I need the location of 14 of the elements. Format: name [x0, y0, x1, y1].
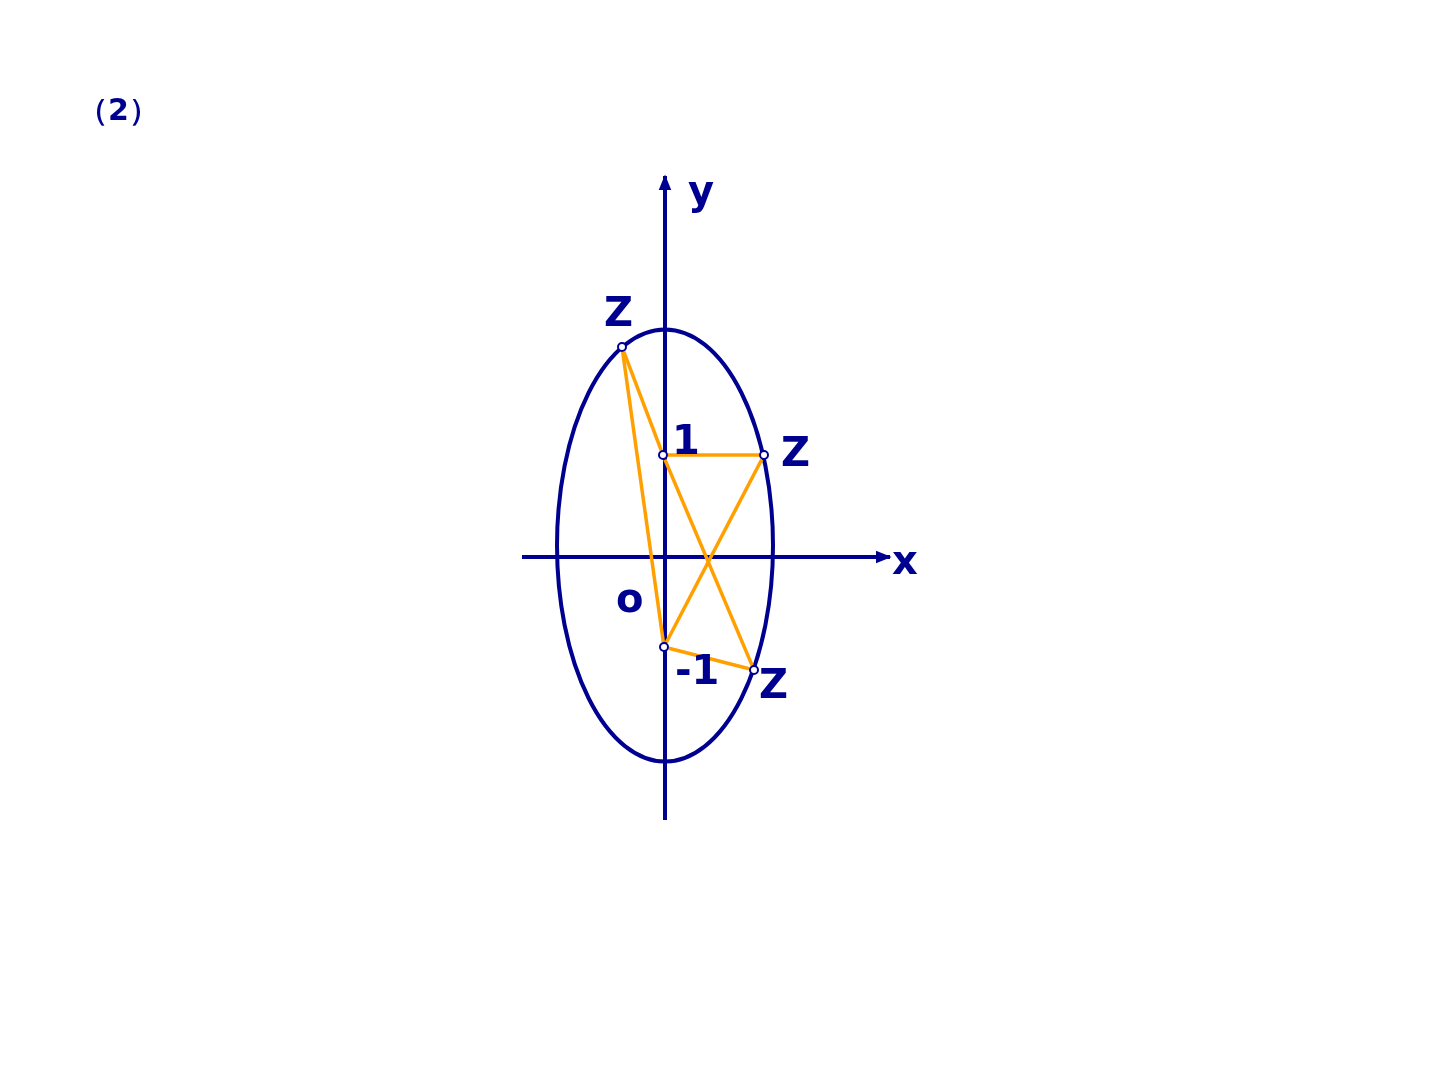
- connecting-line: [668, 453, 759, 457]
- connecting-line: [663, 458, 754, 667]
- axis-label: x: [892, 540, 918, 580]
- point-label: Z: [781, 432, 810, 472]
- connecting-line: [668, 646, 750, 671]
- part-number: （2）: [78, 92, 159, 128]
- connecting-line: [622, 351, 663, 451]
- axis-label: o: [616, 578, 644, 618]
- point-label: -1: [675, 650, 720, 690]
- point-label: Z: [604, 292, 633, 332]
- connecting-line: [664, 458, 764, 644]
- connecting-line: [620, 351, 666, 643]
- point-label: 1: [672, 420, 700, 460]
- point-label: Z: [759, 664, 788, 704]
